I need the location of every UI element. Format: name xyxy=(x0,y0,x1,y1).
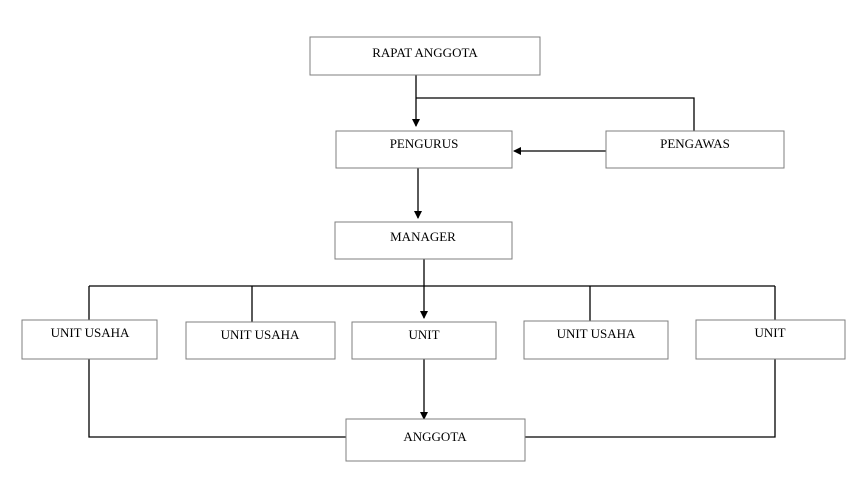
box-pengurus-label: PENGURUS xyxy=(390,136,459,151)
box-unit-5-label: UNIT xyxy=(754,325,785,340)
box-rapat-anggota: RAPAT ANGGOTA xyxy=(309,36,541,76)
connector-unit-usaha-1-to-anggota xyxy=(88,359,346,438)
box-pengawas: PENGAWAS xyxy=(605,130,785,169)
box-unit-usaha-1: UNIT USAHA xyxy=(21,319,158,360)
box-unit-3-label: UNIT xyxy=(408,327,439,342)
box-anggota: ANGGOTA xyxy=(345,418,526,462)
box-unit-usaha-1-label: UNIT USAHA xyxy=(51,325,130,340)
box-rapat-anggota-label: RAPAT ANGGOTA xyxy=(372,45,478,60)
box-manager: MANAGER xyxy=(334,221,513,260)
box-unit-usaha-2-label: UNIT USAHA xyxy=(221,327,300,342)
box-anggota-label: ANGGOTA xyxy=(403,429,467,444)
connectors xyxy=(88,75,776,438)
box-unit-3: UNIT xyxy=(351,321,497,360)
box-unit-5: UNIT xyxy=(695,319,846,360)
connector-unit-5-to-anggota xyxy=(525,359,776,438)
connector-rapat-to-pengawas xyxy=(416,97,695,131)
box-unit-usaha-4-label: UNIT USAHA xyxy=(557,326,636,341)
box-pengawas-label: PENGAWAS xyxy=(660,136,730,151)
box-unit-usaha-4: UNIT USAHA xyxy=(523,320,669,360)
box-pengurus: PENGURUS xyxy=(335,130,513,169)
box-unit-usaha-2: UNIT USAHA xyxy=(185,321,336,360)
box-manager-label: MANAGER xyxy=(390,229,456,244)
